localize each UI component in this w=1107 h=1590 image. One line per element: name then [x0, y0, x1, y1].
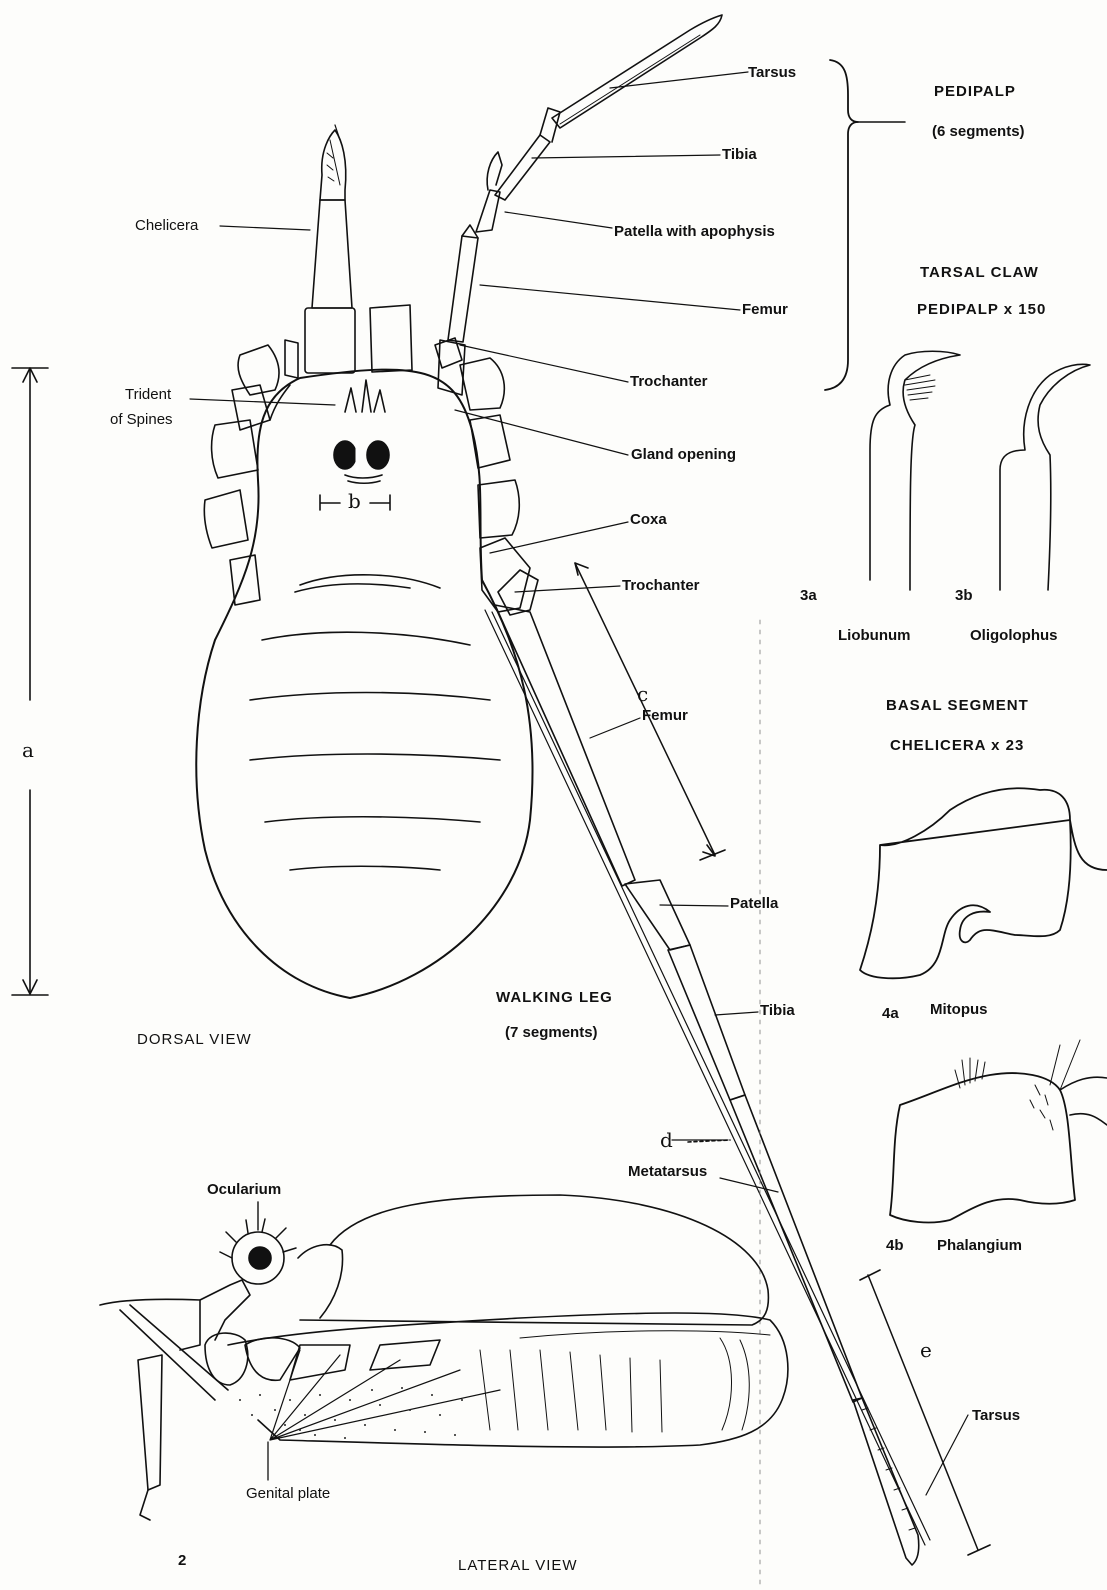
walking-leg-tibia-label: Tibia: [760, 1003, 795, 1018]
walking-leg-title: WALKING LEG: [496, 990, 613, 1005]
pedipalp-trochanter-label: Trochanter: [630, 374, 708, 389]
walking-leg-subtitle: (7 segments): [505, 1025, 598, 1040]
ocularium-label: Ocularium: [207, 1182, 281, 1197]
pedipalp-caption-subtitle: (6 segments): [932, 124, 1025, 139]
measurement-e: e: [920, 1340, 932, 1360]
chelicera-label: Chelicera: [135, 218, 198, 233]
measurement-c: c: [637, 684, 648, 704]
walking-leg-trochanter-label: Trochanter: [622, 578, 700, 593]
measurement-a: a: [22, 740, 34, 760]
walking-leg-metatarsus-label: Metatarsus: [628, 1164, 707, 1179]
pedipalp-patella-label: Patella with apophysis: [614, 224, 775, 239]
lateral-view-caption: LATERAL VIEW: [458, 1558, 578, 1573]
basal-segment-subtitle: CHELICERA x 23: [890, 738, 1024, 753]
pedipalp-tarsus-label: Tarsus: [748, 65, 796, 80]
tarsal-claw-title: TARSAL CLAW: [920, 265, 1039, 280]
dorsal-view-caption: DORSAL VIEW: [137, 1032, 252, 1047]
measurement-d: d: [660, 1130, 673, 1150]
walking-leg-patella-label: Patella: [730, 896, 778, 911]
oligolophus-label: Oligolophus: [970, 628, 1058, 643]
walking-leg-tarsus-label: Tarsus: [972, 1408, 1020, 1423]
mitopus-label: Mitopus: [930, 1002, 988, 1017]
figure-4a-number: 4a: [882, 1006, 899, 1021]
figure-3a-number: 3a: [800, 588, 817, 603]
walking-leg-coxa-label: Coxa: [630, 512, 667, 527]
plate-number: 2: [178, 1553, 186, 1568]
walking-leg-femur-label: Femur: [642, 708, 688, 723]
gland-opening-label: Gland opening: [631, 447, 736, 462]
basal-segment-title: BASAL SEGMENT: [886, 698, 1029, 713]
lateral-view-drawing: [100, 1195, 788, 1520]
tarsal-claw-drawing: [870, 351, 1090, 590]
liobunum-label: Liobunum: [838, 628, 910, 643]
pedipalp-caption-title: PEDIPALP: [934, 84, 1016, 99]
figure-4b-number: 4b: [886, 1238, 904, 1253]
phalangium-label: Phalangium: [937, 1238, 1022, 1253]
dorsal-view-drawing: [12, 125, 533, 998]
walking-leg-drawing: [480, 522, 990, 1590]
trident-label-line2: of Spines: [110, 412, 173, 427]
tarsal-claw-subtitle: PEDIPALP x 150: [917, 302, 1046, 317]
pedipalp-femur-label: Femur: [742, 302, 788, 317]
trident-label-line1: Trident: [125, 387, 171, 402]
figure-3b-number: 3b: [955, 588, 973, 603]
measurement-b: b: [348, 491, 361, 511]
pedipalp-tibia-label: Tibia: [722, 147, 757, 162]
genital-plate-label: Genital plate: [246, 1486, 330, 1501]
